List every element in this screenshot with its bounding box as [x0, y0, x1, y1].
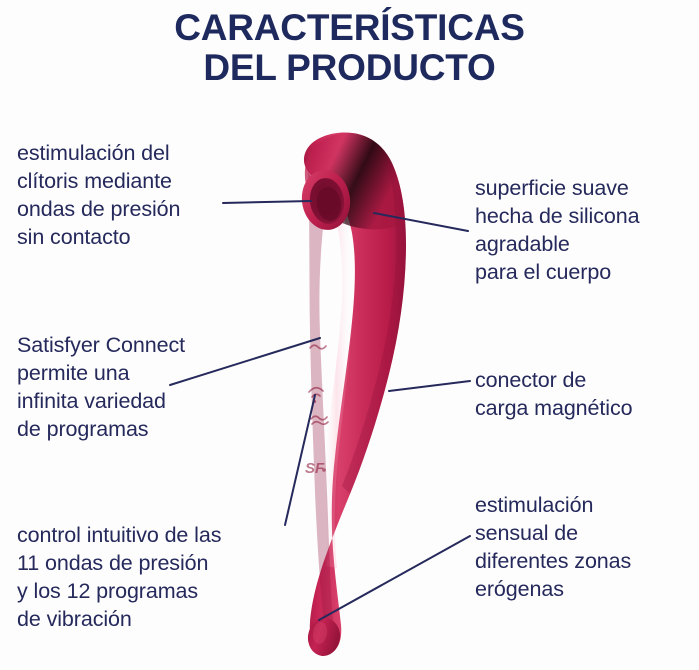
- device-tail-tip-highlight: [312, 622, 328, 644]
- leader-line-charger: [388, 380, 471, 392]
- device-silhouette: [303, 132, 406, 654]
- page-title-line-1: CARACTERÍSTICAS: [174, 7, 525, 48]
- brand-logo-dot: [322, 468, 326, 472]
- device-left-shadow: [308, 172, 333, 624]
- brand-logo: SF: [305, 460, 325, 477]
- wave-icon-2[interactable]: [310, 415, 328, 421]
- callout-no-contact-stimulation: estimulación del clítoris mediante ondas…: [17, 141, 181, 249]
- leader-line-no-contact: [222, 200, 312, 204]
- leader-line-connect: [169, 337, 321, 386]
- device-right-shadow: [342, 163, 406, 494]
- leader-lines-group: [169, 200, 471, 621]
- callout-silicone-surface: superficie suave hecha de silicona agrad…: [475, 176, 640, 284]
- callout-satisfyer-connect: Satisfyer Connect permite una infinita v…: [17, 333, 185, 441]
- wave-icon[interactable]: [309, 344, 327, 350]
- page-title-line-2: DEL PRODUCTO: [203, 46, 496, 88]
- device-highlight: [322, 205, 354, 568]
- page-title: CARACTERÍSTICAS DEL PRODUCTO: [0, 8, 699, 88]
- callout-intuitive-control: control intuitivo de las 11 ondas de pre…: [17, 523, 222, 631]
- callout-erogenous-zones: estimulación sensual de diferentes zonas…: [475, 493, 632, 601]
- leader-line-erogenous: [318, 535, 471, 621]
- device-body-group: SF: [301, 132, 406, 656]
- leader-line-silicone: [373, 212, 469, 232]
- leader-line-intuitive: [284, 394, 316, 526]
- wave-icon-2b[interactable]: [311, 420, 329, 426]
- device-tail-tip: [307, 618, 341, 656]
- callout-magnetic-charger: conector de carga magnético: [475, 368, 633, 420]
- nozzle-inner-shadow: [316, 187, 342, 221]
